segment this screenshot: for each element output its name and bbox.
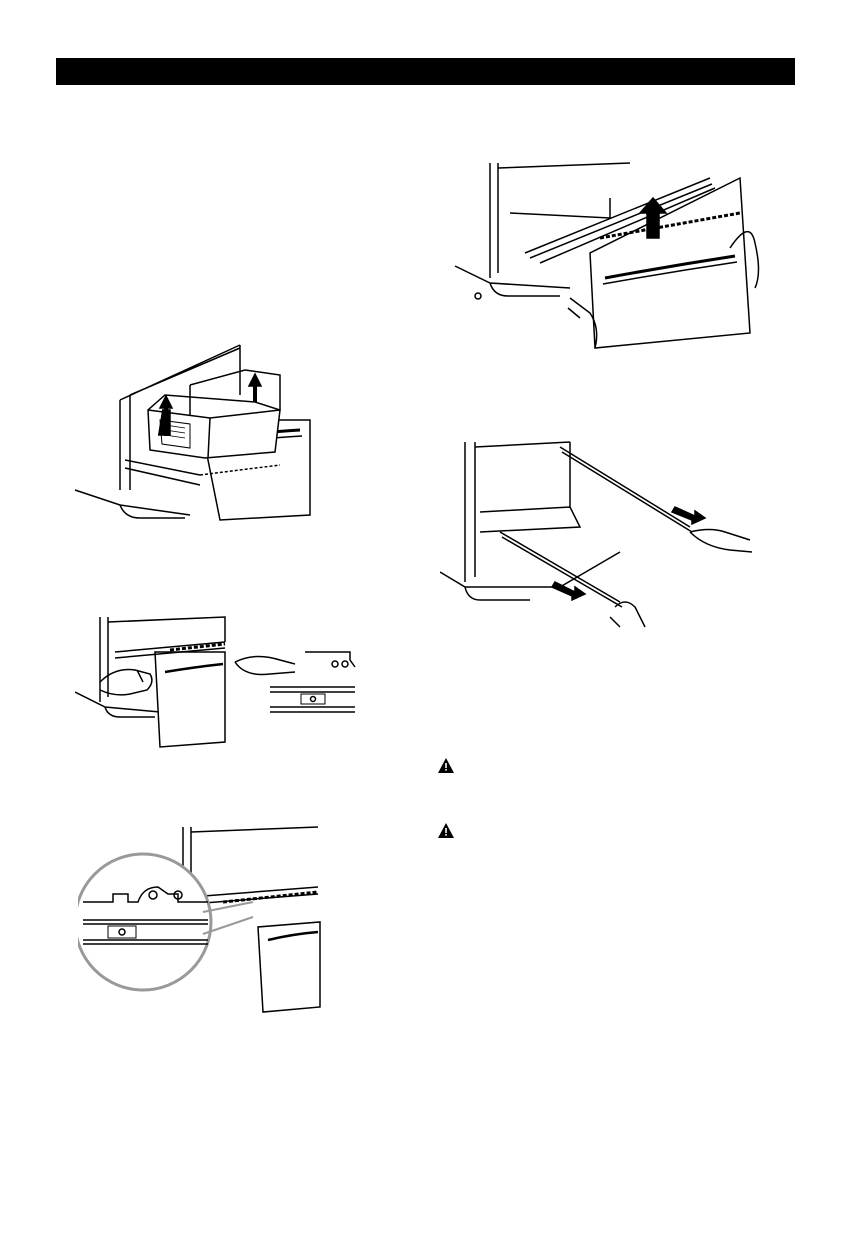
basket-removal-illustration (70, 340, 320, 530)
rail-detail-illustration (78, 822, 323, 1017)
rail-release-illustration (75, 612, 360, 752)
rails-push-in-illustration (440, 432, 760, 632)
section-header-bar (56, 58, 795, 85)
drawer-door-lift-illustration (450, 158, 770, 353)
warning-triangle-icon (438, 758, 454, 778)
warning-triangle-icon (438, 823, 454, 843)
